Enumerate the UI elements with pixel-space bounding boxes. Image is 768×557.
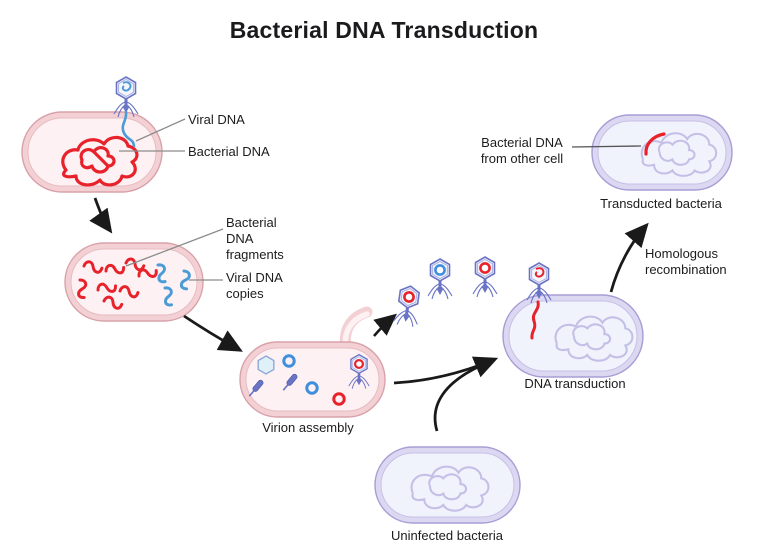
- arrow-lysis-release: [373, 313, 397, 337]
- label-dna-transduction: DNA transduction: [524, 376, 626, 391]
- dna-transduction-cell: [502, 294, 644, 378]
- label-viral-dna: Viral DNA: [188, 112, 245, 127]
- fragmented-bacterium-cell: [64, 242, 204, 322]
- bacterial-dna-tangle: [61, 135, 139, 187]
- arrow-uninfected-to-transduction: [433, 364, 481, 432]
- leader-dna-fragments: [125, 228, 224, 267]
- recombined-dna-segment: [644, 132, 666, 156]
- free-phage-red-icon: [471, 255, 499, 299]
- label-transducted-bacteria: Transducted bacteria: [600, 196, 722, 211]
- arrow-homologous-recombination: [609, 222, 649, 293]
- arrow-fragmentation-to-assembly: [183, 314, 243, 352]
- empty-capsid-icon: [257, 355, 275, 375]
- transducted-bacterium-cell: [591, 114, 733, 191]
- label-viral-dna-copies: Viral DNA copies: [226, 270, 283, 301]
- viral-dna-thread: [121, 110, 136, 148]
- virion-assembly-cell: [239, 306, 386, 418]
- leader-dna-from-other-cell: [571, 145, 642, 148]
- leader-viral-dna: [135, 118, 186, 142]
- label-homologous-recombination: Homologous recombination: [645, 246, 727, 277]
- injected-bacterial-dna: [530, 300, 540, 340]
- label-virion-assembly: Virion assembly: [262, 420, 354, 435]
- label-bacterial-dna-fragments: Bacterial DNA fragments: [226, 215, 284, 262]
- label-bacterial-dna-from-other-cell: Bacterial DNA from other cell: [480, 135, 564, 166]
- label-bacterial-dna: Bacterial DNA: [188, 144, 270, 159]
- diagram-title: Bacterial DNA Transduction: [229, 17, 539, 43]
- uninfected-bacterium-cell: [374, 446, 521, 524]
- infected-bacterium-cell: [21, 111, 163, 193]
- phage-on-infected-cell-icon: [112, 75, 140, 148]
- label-uninfected-bacteria: Uninfected bacteria: [390, 528, 503, 543]
- arrow-infection-to-fragmentation: [89, 197, 113, 234]
- free-phage-red-icon: [391, 282, 424, 329]
- arrow-phage-to-transduction: [393, 356, 499, 385]
- free-phage-blue-icon: [426, 257, 454, 301]
